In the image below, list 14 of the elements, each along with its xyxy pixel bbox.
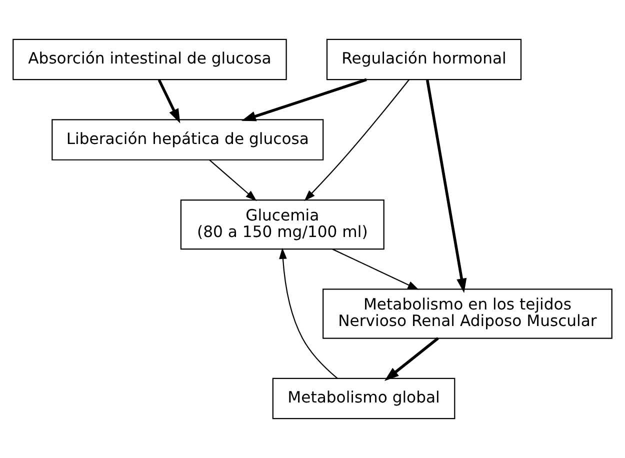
arrow [304, 79, 410, 202]
arrow [158, 79, 180, 124]
arrow [279, 248, 338, 379]
arrow [384, 337, 439, 381]
node-box: Glucemia (80 a 150 mg/100 ml) [180, 199, 384, 250]
node-box: Absorción intestinal de glucosa [12, 38, 287, 80]
arrow [241, 78, 367, 122]
node-box: Regulación hormonal [326, 38, 522, 80]
arrow [209, 160, 257, 202]
node-box: Liberación hepática de glucosa [52, 119, 324, 160]
arrow [332, 248, 419, 290]
arrow [426, 80, 467, 294]
node-box: Metabolismo global [272, 378, 456, 420]
node-box: Metabolismo en los tejidos Nervioso Renal Adiposo Muscular [322, 288, 612, 339]
